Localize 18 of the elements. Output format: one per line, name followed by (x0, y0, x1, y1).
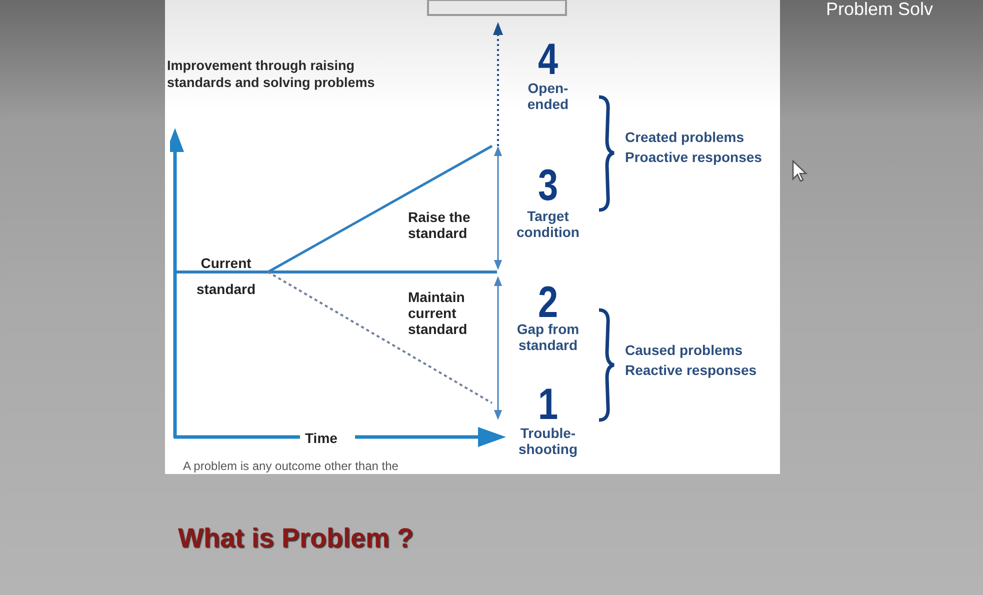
note-text: A problem is any outcome other than the (183, 459, 398, 473)
level-number: 3 (536, 164, 560, 208)
level-number: 4 (538, 38, 558, 82)
line-label: Maintain current standard (408, 289, 468, 337)
level-number: 1 (538, 383, 558, 427)
slide-heading: What is Problem ? (178, 523, 414, 553)
brace-label: Caused problems (625, 342, 742, 358)
line-label: Current standard (195, 254, 257, 299)
brace-label: Reactive responses (625, 362, 757, 378)
level-label: Target condition (516, 208, 580, 240)
axis-label: Time (305, 430, 338, 446)
level-label: Open-ended (526, 80, 570, 112)
level-label: Trouble-shooting (517, 425, 579, 457)
slide-title: Problem Solv (826, 0, 934, 18)
brace-label: Created problems (625, 129, 744, 145)
chart-title: Improvement through raising standards and solving problems (167, 57, 376, 91)
brace-label: Proactive responses (625, 149, 762, 165)
line-label: Raise the standard (408, 209, 472, 241)
